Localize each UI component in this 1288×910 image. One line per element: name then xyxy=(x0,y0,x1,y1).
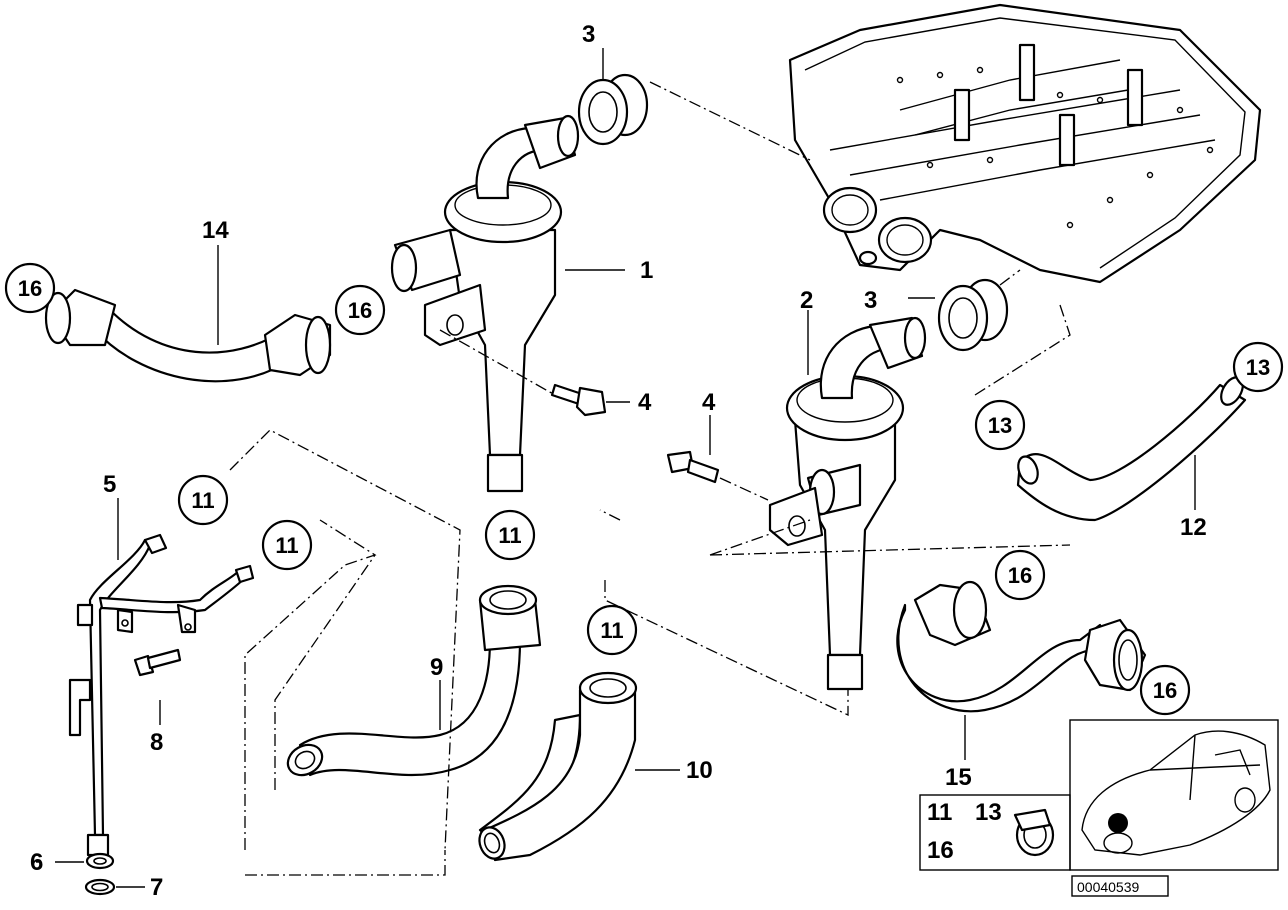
callout-text: 16 xyxy=(1008,563,1032,588)
hose-9 xyxy=(286,584,542,777)
callout-16-hose15-top: 16 xyxy=(994,549,1046,601)
callout-11-right: 11 xyxy=(586,604,638,656)
intake-manifold xyxy=(788,3,1262,284)
label-14: 14 xyxy=(202,217,229,244)
label-10: 10 xyxy=(686,757,713,784)
callout-text: 11 xyxy=(498,523,521,548)
bolt-4-right xyxy=(666,450,720,484)
reference-code-box: 00040539 xyxy=(1071,875,1169,897)
callout-text: 11 xyxy=(600,618,623,643)
label-15: 15 xyxy=(945,764,972,791)
label-6: 6 xyxy=(30,849,43,876)
grommet-3-right xyxy=(937,278,1009,352)
callout-13-left: 13 xyxy=(974,399,1026,451)
label-5: 5 xyxy=(103,471,116,498)
callout-16-far-left: 16 xyxy=(4,262,56,314)
washer-7 xyxy=(84,878,116,896)
reference-code: 00040539 xyxy=(1077,879,1140,895)
hose-10 xyxy=(478,671,638,862)
hose-14 xyxy=(44,288,332,383)
callout-text: 11 xyxy=(275,533,298,558)
callout-13-top: 13 xyxy=(1232,341,1284,393)
bolt-8 xyxy=(133,648,182,677)
callout-text: 11 xyxy=(191,488,214,513)
legend-11: 11 xyxy=(927,799,952,826)
callout-text: 16 xyxy=(18,276,42,301)
oil-separator-1 xyxy=(390,114,580,493)
clamp-legend-box: 11 13 16 xyxy=(919,794,1071,871)
callout-text: 13 xyxy=(1246,355,1270,380)
label-4-right: 4 xyxy=(702,389,716,416)
hose-15 xyxy=(896,580,1147,713)
callout-16-mid-left: 16 xyxy=(334,284,386,336)
leader-lines xyxy=(36,48,1196,888)
label-3-top: 3 xyxy=(582,21,595,48)
label-12: 12 xyxy=(1180,514,1207,541)
label-9: 9 xyxy=(430,654,443,681)
vehicle-locator-box xyxy=(1069,719,1279,871)
label-1: 1 xyxy=(640,257,653,284)
label-4-left: 4 xyxy=(638,389,652,416)
callout-text: 16 xyxy=(348,298,372,323)
label-2: 2 xyxy=(800,287,813,314)
location-marker xyxy=(1108,813,1128,833)
label-7: 7 xyxy=(150,874,163,901)
callout-11-center: 11 xyxy=(484,509,536,561)
callout-text: 13 xyxy=(988,413,1012,438)
oil-separator-2 xyxy=(768,316,927,691)
callout-11-left: 11 xyxy=(177,474,229,526)
label-8: 8 xyxy=(150,729,163,756)
bolt-4-left xyxy=(550,383,607,417)
hose-clamp-icon xyxy=(1013,808,1055,857)
grommet-3-top xyxy=(577,73,649,146)
hose-12 xyxy=(1016,376,1247,522)
legend-13: 13 xyxy=(975,799,1002,826)
legend-16: 16 xyxy=(927,837,954,864)
callout-16-hose15-right: 16 xyxy=(1139,664,1191,716)
callout-text: 16 xyxy=(1153,678,1177,703)
washer-6 xyxy=(85,852,115,870)
dipstick-tube-5 xyxy=(68,533,255,857)
label-3-right: 3 xyxy=(864,287,877,314)
callout-11-mid: 11 xyxy=(261,519,313,571)
car-outline-icon xyxy=(1081,730,1271,856)
